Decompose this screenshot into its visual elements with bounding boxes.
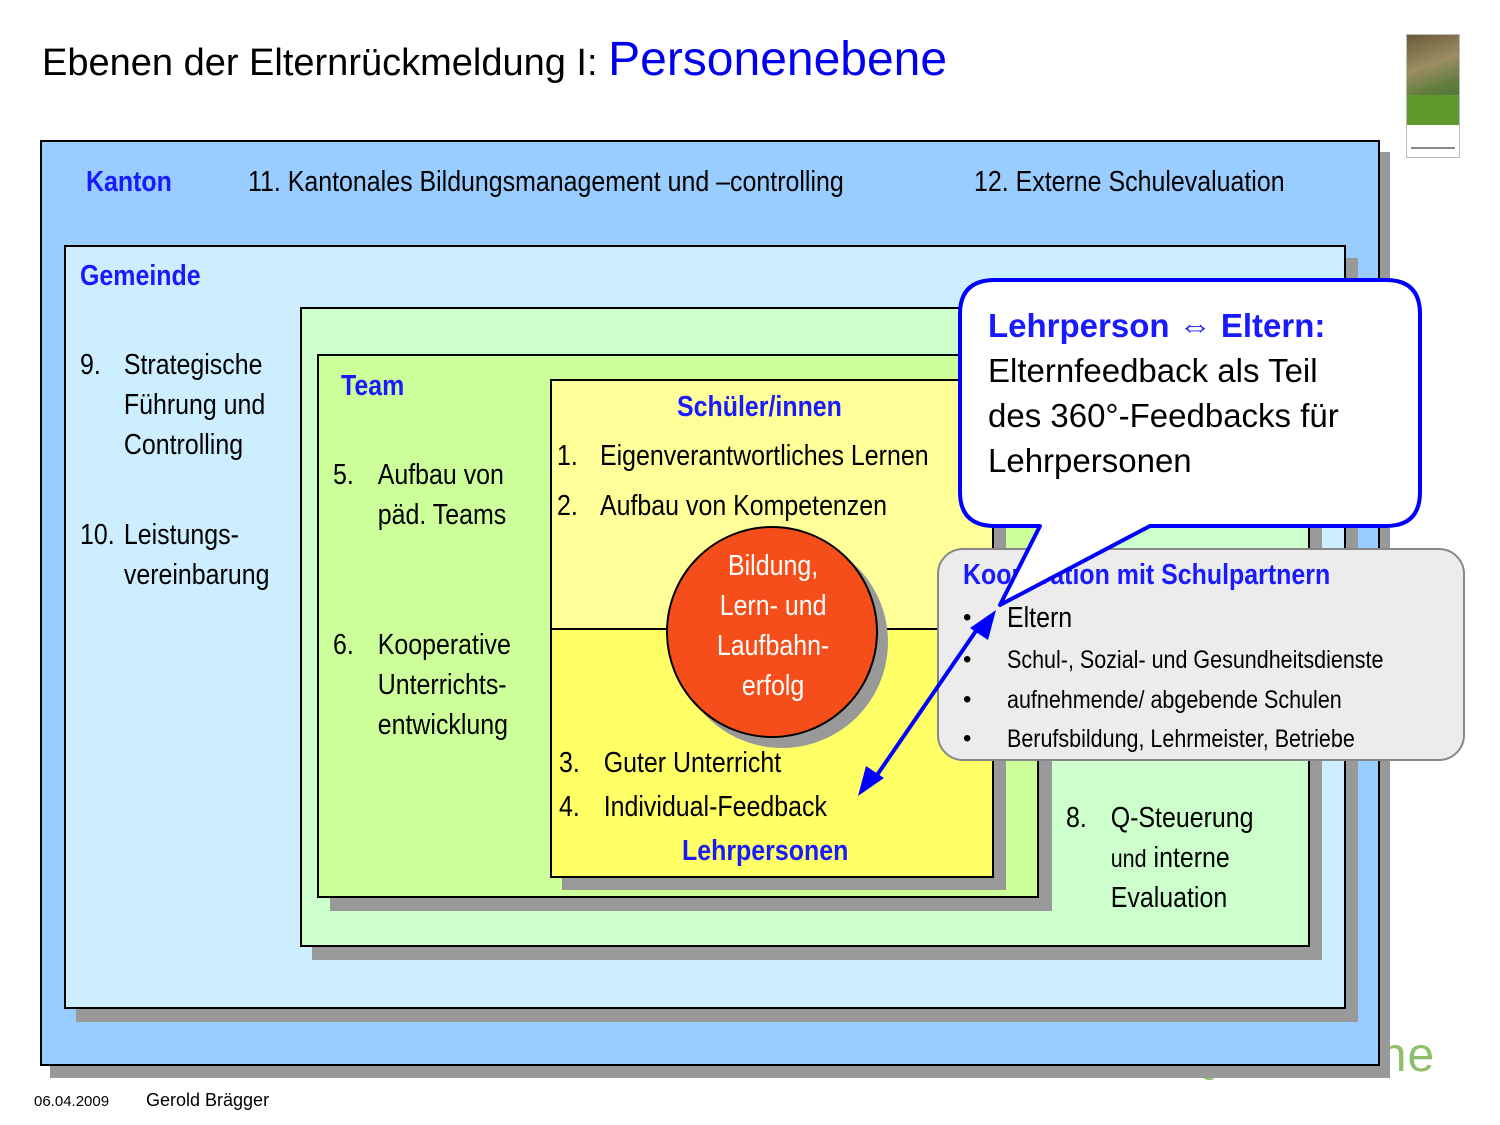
item-5-line-1: Aufbau von — [377, 459, 504, 491]
lehrpersonen-label: Lehrpersonen — [682, 835, 849, 867]
item-5-line-2: päd. Teams — [377, 499, 507, 531]
item-9-line-2: Führung und — [123, 389, 266, 421]
bullet-icon: • — [963, 646, 972, 673]
center-line-1: Bildung, — [728, 550, 819, 582]
page-title: Ebenen der Elternrückmeldung I: Personen… — [42, 32, 947, 87]
item-8-line-2a: und — [1110, 845, 1147, 873]
item-9-number: 9. — [80, 349, 101, 381]
item-10-line-2: vereinbarung — [123, 559, 270, 591]
bullet-icon: • — [963, 725, 972, 752]
arrow-head-lower — [858, 766, 884, 796]
item-9-line-1: Strategische — [123, 349, 263, 381]
item-10-number: 10. — [80, 519, 115, 551]
cover-thumbnail — [1406, 34, 1460, 158]
arrow-line — [873, 626, 980, 780]
item-8-line-3: Evaluation — [1110, 882, 1228, 914]
callout-bubble — [958, 278, 1422, 607]
item-8-number: 8. — [1066, 802, 1087, 834]
center-circle — [666, 526, 878, 738]
item-10-line-1: Leistungs- — [123, 519, 239, 551]
callout-line-3: Lehrpersonen — [988, 442, 1192, 479]
kooperation-bullet-2: Schul-, Sozial- und Gesundheitsdienste — [1007, 646, 1384, 674]
item-6-line-1: Kooperative — [377, 629, 511, 661]
schueler-label: Schüler/innen — [677, 391, 842, 423]
kanton-label: Kanton — [86, 166, 172, 198]
title-highlight: Personenebene — [608, 33, 948, 86]
team-label: Team — [341, 370, 405, 402]
item-4-number: 4. — [559, 791, 580, 823]
callout-line-1: Elternfeedback als Teil — [988, 352, 1318, 389]
center-line-3: Laufbahn- — [716, 630, 830, 662]
item-8-line-1: Q-Steuerung — [1110, 802, 1254, 834]
callout-text: Lehrperson ⇔ Eltern: Elternfeedback als … — [988, 303, 1339, 483]
bullet-icon: • — [963, 604, 972, 631]
center-text: Bildung, Lern- und Laufbahn- erfolg — [706, 546, 840, 706]
item-8-line-2b: interne — [1146, 842, 1230, 874]
footer-author: Gerold Brägger — [146, 1090, 270, 1110]
callout-line-2: des 360°-Feedbacks für — [988, 397, 1339, 434]
center-line-2: Lern- und — [719, 590, 827, 622]
footer-date: 06.04.2009 — [34, 1093, 110, 1110]
center-line-4: erfolg — [741, 670, 805, 702]
kooperation-bullet-1: Eltern — [1007, 602, 1073, 634]
item-1-number: 1. — [557, 440, 578, 472]
item-2-text: Aufbau von Kompetenzen — [600, 490, 888, 522]
kooperation-bullet-4: Berufsbildung, Lehrmeister, Betriebe — [1007, 725, 1355, 753]
cover-footer-line — [1411, 147, 1455, 149]
item-3-number: 3. — [559, 747, 580, 779]
cover-band — [1407, 95, 1459, 125]
bullet-icon: • — [963, 686, 972, 713]
item-1-text: Eigenverantwortliches Lernen — [600, 440, 929, 472]
kooperation-bullet-3: aufnehmende/ abgebende Schulen — [1007, 686, 1342, 714]
item-6-number: 6. — [333, 629, 354, 661]
gemeinde-label: Gemeinde — [80, 260, 201, 292]
item-4-text: Individual-Feedback — [603, 791, 827, 823]
item-3-text: Guter Unterricht — [603, 747, 782, 779]
callout-title: Lehrperson ⇔ Eltern: — [988, 307, 1326, 344]
arrow-head-upper — [970, 610, 996, 640]
kanton-item-12: 12. Externe Schulevaluation — [974, 166, 1285, 198]
item-9-line-3: Controlling — [123, 429, 244, 461]
kanton-item-11: 11. Kantonales Bildungsmanagement und –c… — [248, 166, 844, 198]
item-8-line-2: und interne — [1111, 838, 1230, 879]
item-2-number: 2. — [557, 490, 578, 522]
title-prefix: Ebenen der Elternrückmeldung I: — [42, 42, 609, 84]
item-6-line-2: Unterrichts- — [377, 669, 507, 701]
item-6-line-3: entwicklung — [377, 709, 509, 741]
item-5-number: 5. — [333, 459, 354, 491]
